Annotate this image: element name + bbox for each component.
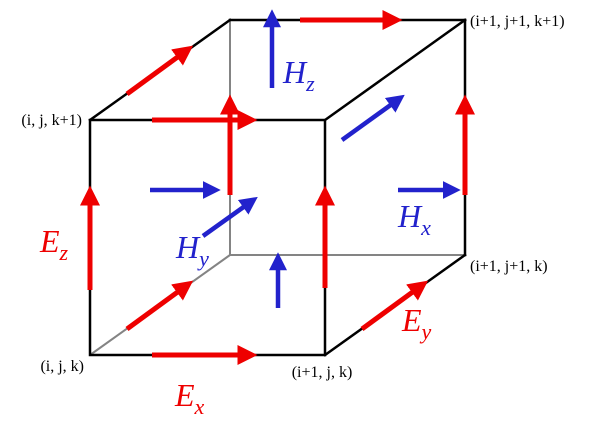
h-field-arrows — [150, 9, 461, 308]
corner-label-ijk1: (i, j, k+1) — [21, 112, 82, 129]
hx-label: Hx — [397, 198, 431, 240]
corner-label-i1jk: (i+1, j, k) — [292, 364, 353, 381]
hy-arrow-back-face — [340, 94, 405, 142]
ex-label-base: E — [174, 377, 195, 413]
cube-edge-top-right-depth — [323, 18, 467, 122]
ey-label-base: E — [401, 302, 422, 338]
ex-label-sub: x — [194, 394, 205, 419]
hx-label-base: H — [397, 198, 423, 234]
corner-label-i1j1k: (i+1, j+1, k) — [470, 258, 548, 275]
hz-label: Hz — [282, 54, 315, 96]
ez-label: Ez — [39, 223, 69, 265]
ex-label: Ex — [174, 377, 205, 419]
hz-label-base: H — [282, 54, 308, 90]
ez-label-sub: z — [59, 240, 69, 265]
corner-label-i1j1k1: (i+1, j+1, k+1) — [470, 13, 565, 30]
ey-arrow-bottom-left-edge — [125, 280, 194, 332]
cube-front-face — [88, 118, 327, 357]
ey-arrow-bottom-right-edge — [360, 280, 429, 332]
ey-label-sub: y — [420, 319, 432, 344]
ez-label-base: E — [39, 223, 60, 259]
hy-label-sub: y — [197, 246, 209, 271]
field-labels: Ez Ex Ey Hz Hy Hx — [39, 54, 432, 419]
corner-labels: (i, j, k+1) (i+1, j+1, k+1) (i+1, j+1, k… — [21, 13, 564, 381]
e-field-arrows — [80, 10, 475, 365]
corner-label-ijk: (i, j, k) — [40, 358, 84, 375]
ey-arrow-top-left-edge — [125, 45, 194, 97]
hy-label-base: H — [175, 229, 201, 265]
hy-label: Hy — [175, 229, 209, 271]
hy-arrow-front-face — [201, 196, 258, 238]
hz-label-sub: z — [305, 71, 315, 96]
hx-label-sub: x — [420, 215, 431, 240]
ey-label: Ey — [401, 302, 432, 344]
